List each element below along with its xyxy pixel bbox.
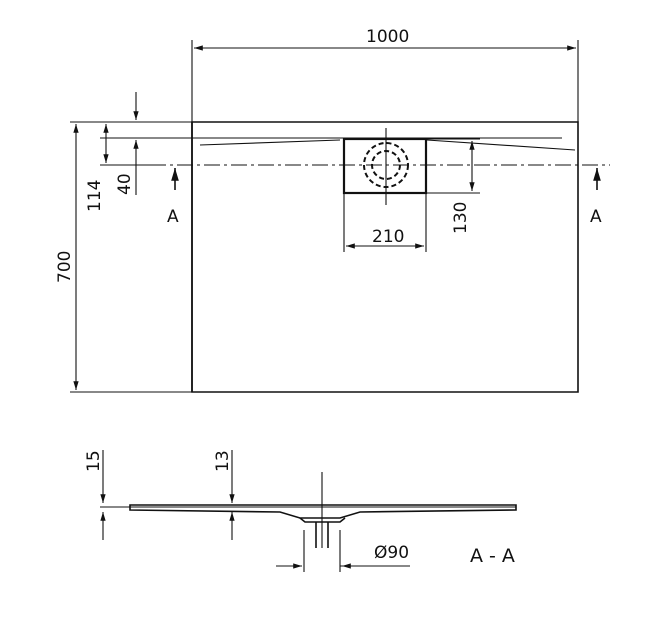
section-title: A - A: [470, 545, 515, 567]
drain-depth-label: 130: [451, 202, 471, 234]
slope-line-2: [199, 139, 341, 146]
width-label: 1000: [366, 27, 409, 47]
height-label: 700: [55, 251, 75, 283]
section-view: 15 13 Ø90 A - A: [84, 450, 517, 572]
drain-box: [342, 137, 428, 195]
tray-outline: [191, 121, 579, 393]
section-marker-left: A: [167, 207, 179, 227]
diameter-label: Ø90: [374, 543, 409, 563]
section-marker-right: A: [590, 207, 602, 227]
offset114-label: 114: [85, 180, 105, 212]
thickness15-label: 15: [84, 450, 104, 472]
thickness13-label: 13: [213, 450, 233, 472]
offset40-label: 40: [115, 173, 135, 195]
top-view: A A 1000 700 114 40 210 130: [55, 27, 610, 393]
drain-width-label: 210: [372, 227, 404, 247]
slope-line-3: [426, 139, 576, 151]
